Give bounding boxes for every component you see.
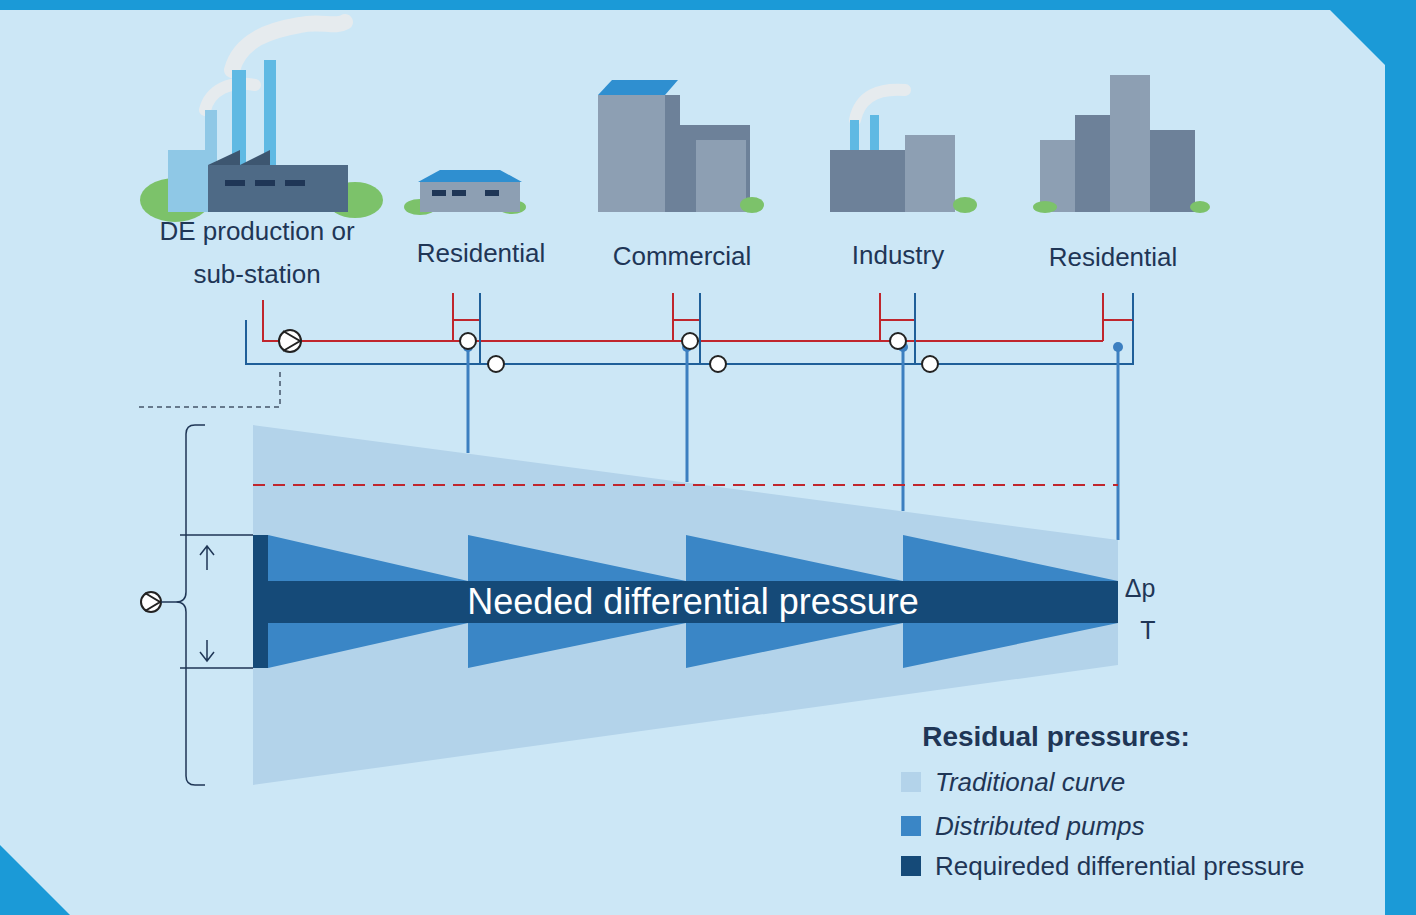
pressure-band: Needed differential pressure — [268, 581, 1118, 623]
tower-icon — [598, 80, 764, 213]
legend-swatch — [901, 856, 921, 876]
band-text: Needed differential pressure — [467, 584, 919, 620]
building-label: Industry — [852, 240, 945, 271]
ground — [0, 10, 1385, 915]
control-line — [137, 372, 280, 407]
distributed-pump-curves — [268, 535, 1118, 668]
house-icon — [404, 170, 526, 215]
legend-swatch — [901, 816, 921, 836]
pipe-network — [246, 293, 1133, 364]
factory-icon — [140, 22, 383, 222]
pump-symbols — [279, 330, 938, 372]
main-pump-symbol — [141, 592, 176, 612]
building-label: DE production or sub-station — [137, 210, 377, 296]
temperature-label: T — [1140, 615, 1155, 645]
brackets — [176, 425, 253, 785]
start-bar — [253, 535, 268, 668]
legend-text: Distributed pumps — [935, 811, 1145, 841]
delta-p-label: Δp — [1125, 573, 1156, 603]
building-label: Commercial — [613, 241, 752, 272]
city-icon — [1033, 75, 1210, 213]
small-factory-icon — [830, 90, 977, 213]
tap-dots — [463, 342, 1123, 352]
building-label: Residential — [1049, 242, 1178, 273]
legend-text: Traditional curve — [935, 767, 1125, 797]
legend-text: Requireded differential pressure — [935, 851, 1305, 881]
legend-title: Residual pressures: — [922, 720, 1190, 754]
red-dashed-line — [253, 484, 1118, 486]
building-label: Residential — [417, 238, 546, 269]
legend-swatch — [901, 772, 921, 792]
